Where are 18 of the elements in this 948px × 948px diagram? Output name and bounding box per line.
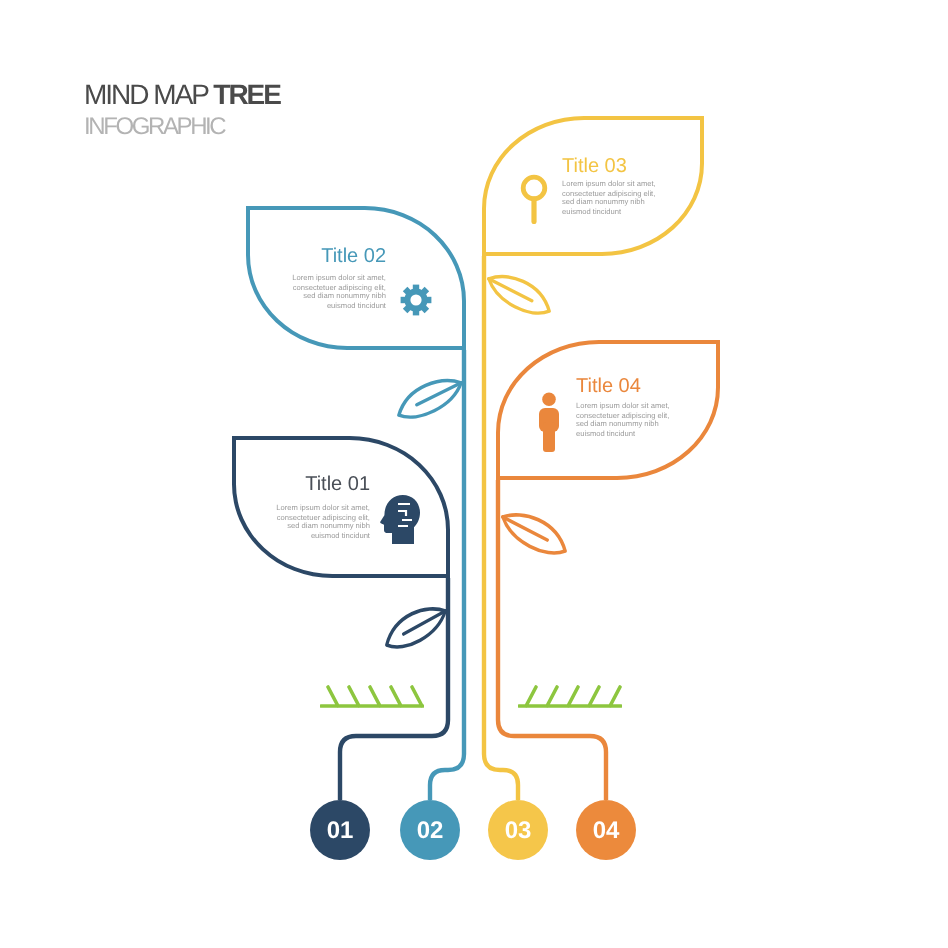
leaf-card [482, 116, 704, 256]
subtitle: INFOGRAPHIC [84, 111, 225, 139]
title: MIND MAP TREE [84, 78, 280, 110]
leaf-card [232, 436, 450, 578]
step-badge: 01 [310, 800, 370, 860]
leaf-card [246, 206, 466, 350]
leaf-title: Title 03 [562, 156, 627, 178]
stem-line [427, 350, 467, 800]
step-badge: 04 [576, 800, 636, 860]
step-badge: 03 [488, 800, 548, 860]
leaf-title: Title 02 [321, 246, 386, 268]
leaf-title: Title 04 [576, 376, 641, 398]
leaf-card [496, 340, 720, 480]
leaf-title: Title 01 [305, 474, 370, 496]
stem-line [481, 256, 521, 800]
stem-line [495, 480, 609, 800]
step-badge: 02 [400, 800, 460, 860]
stem-line [337, 578, 451, 800]
